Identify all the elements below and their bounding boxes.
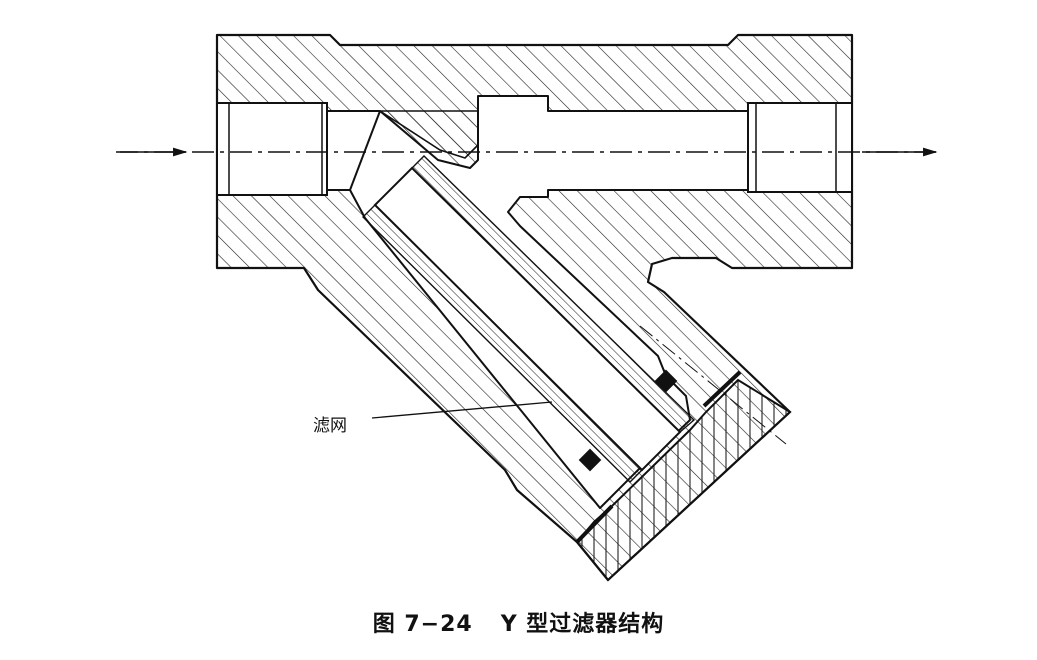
filter-screen-label: 滤网 bbox=[313, 416, 347, 436]
caption-number: 图 7−24 bbox=[372, 612, 473, 637]
outlet-bore bbox=[747, 102, 853, 193]
screen-axis-line bbox=[639, 325, 787, 445]
seal-ring-upper bbox=[654, 369, 678, 393]
figure-caption: 图 7−24 Y 型过滤器结构 bbox=[0, 606, 1037, 638]
filter-screen bbox=[349, 110, 696, 483]
callout-leader bbox=[371, 401, 553, 419]
caption-title: Y 型过滤器结构 bbox=[500, 612, 665, 637]
seal-ring-lower bbox=[578, 448, 602, 472]
inlet-bore bbox=[216, 102, 328, 196]
